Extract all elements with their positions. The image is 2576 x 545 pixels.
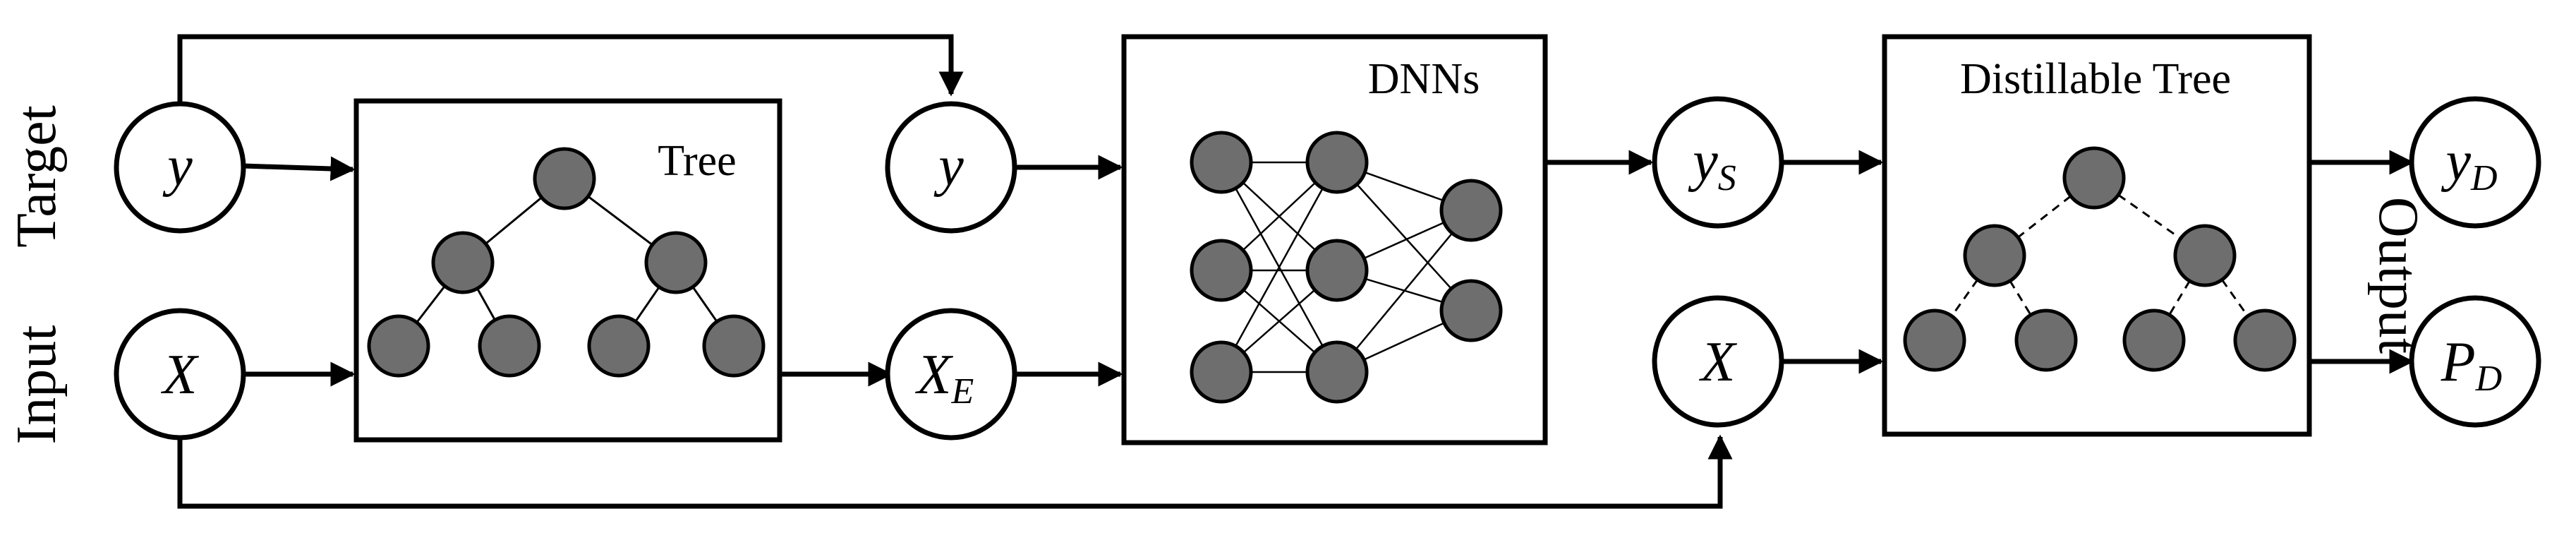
node-yd-label: yD (2441, 131, 2497, 198)
tree-node (533, 147, 596, 210)
tree-node (367, 314, 430, 378)
dnn-node (1305, 340, 1369, 404)
arrow-y-skip-to-y (177, 34, 964, 109)
tree-box (353, 98, 782, 443)
node-pd-label: PD (2441, 331, 2502, 399)
node-yd: yD (2409, 96, 2541, 229)
node-ys-label: yS (1688, 131, 1736, 198)
dnn-edge (1336, 162, 1472, 311)
dnn-edge (1220, 162, 1338, 373)
distillable-tree-box-title: Distillable Tree (1960, 55, 2231, 103)
node-y-mid: y (885, 101, 1017, 234)
dnn-node (1190, 131, 1253, 194)
dnn-node (1190, 239, 1253, 302)
dnn-graph (1190, 131, 1503, 404)
node-x-input: X (114, 308, 246, 441)
distillable-tree-graph (1903, 146, 2297, 372)
dnns-box-title: DNNs (1368, 55, 1480, 103)
distill-node (2014, 309, 2078, 372)
node-y-mid-label: y (933, 136, 964, 198)
node-xe-label: XE (915, 344, 974, 412)
dnn-node (1305, 239, 1369, 302)
distill-node (2233, 309, 2297, 372)
tree-node (478, 314, 541, 378)
tree-node (431, 231, 495, 294)
dnn-node (1439, 179, 1503, 242)
node-xe: XE (885, 308, 1017, 441)
dnn-edge (1336, 210, 1472, 373)
distill-node (2062, 146, 2126, 210)
connectors (177, 34, 2414, 509)
input-side-label: Input (6, 325, 68, 445)
node-ys: yS (1652, 96, 1784, 229)
node-x-distill-label: X (1699, 331, 1738, 393)
dnn-node (1305, 131, 1369, 194)
tree-node (644, 231, 708, 294)
arrow-x-skip-to-x (177, 433, 1733, 509)
node-y-input-label: y (162, 136, 193, 198)
distill-node (2122, 309, 2186, 372)
arrow-y-to-tree (243, 156, 356, 181)
node-x-input-label: X (161, 344, 200, 406)
tree-graph (367, 147, 766, 378)
target-side-label: Target (6, 105, 68, 248)
dnns-box (1121, 34, 1548, 445)
tree-node (702, 314, 766, 378)
distill-node (2173, 224, 2237, 287)
dnn-node (1439, 279, 1503, 342)
tree-box-title: Tree (658, 137, 736, 185)
node-y-input: y (114, 101, 246, 234)
distillable-tree-box (1882, 34, 2312, 437)
distill-node (1903, 309, 1966, 372)
distill-node (1963, 224, 2026, 287)
node-pd: PD (2409, 295, 2541, 428)
dnn-node (1190, 340, 1253, 404)
tree-node (587, 314, 651, 378)
node-x-distill: X (1652, 295, 1784, 428)
